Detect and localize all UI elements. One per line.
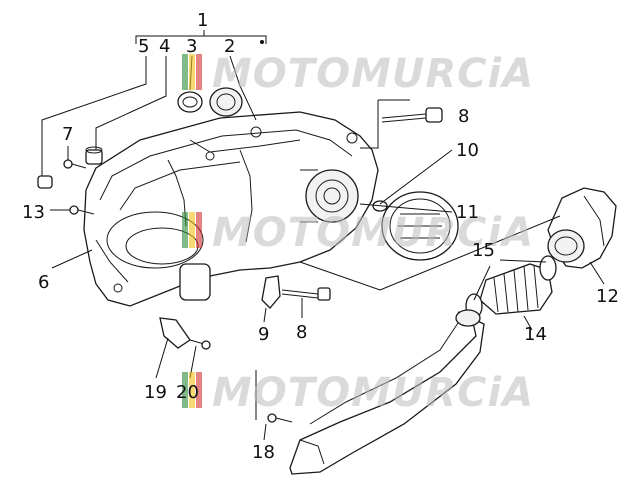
callout-4: 4 bbox=[159, 36, 170, 57]
watermark-flag-red bbox=[196, 372, 202, 408]
watermark-flag-red bbox=[196, 54, 202, 90]
bolt-part-8-top bbox=[381, 107, 443, 123]
bearing-part-2 bbox=[209, 87, 243, 117]
bracket-part-9 bbox=[261, 275, 281, 309]
leader-lines bbox=[41, 30, 605, 441]
watermark-flag-green bbox=[182, 372, 188, 408]
callout-2: 2 bbox=[224, 36, 235, 57]
screw-part-18 bbox=[267, 413, 293, 423]
watermark-flag-red bbox=[196, 212, 202, 248]
callout-15: 15 bbox=[472, 240, 495, 261]
callout-3: 3 bbox=[186, 36, 197, 57]
hose-clamp-part-15a bbox=[539, 255, 557, 281]
air-intake-part-12 bbox=[547, 187, 617, 269]
bracket-part-19 bbox=[159, 317, 191, 349]
callout-11: 11 bbox=[456, 202, 479, 223]
callout-8-lower: 8 bbox=[296, 322, 307, 343]
transmission-cover bbox=[83, 111, 379, 307]
callout-14: 14 bbox=[524, 324, 547, 345]
screw-part-13 bbox=[69, 205, 95, 215]
intake-hose-part-14 bbox=[479, 263, 553, 315]
callout-6: 6 bbox=[38, 272, 49, 293]
watermark-flag-green bbox=[182, 212, 188, 248]
callout-18: 18 bbox=[252, 442, 275, 463]
watermark-flag-green bbox=[182, 54, 188, 90]
watermark-flag-yellow bbox=[189, 372, 195, 408]
watermark-flag-yellow bbox=[189, 54, 195, 90]
watermark-flag-yellow bbox=[189, 212, 195, 248]
watermark-top: MOTOMURCiA bbox=[182, 51, 534, 97]
inspection-cap-part-10 bbox=[372, 191, 459, 261]
screw-part-7 bbox=[63, 159, 87, 169]
callout-10: 10 bbox=[456, 140, 479, 161]
callout-labels: 1 2 3 4 5 6 7 8 8 9 10 11 12 13 14 15 18… bbox=[22, 10, 619, 463]
watermark-text: MOTOMURCiA bbox=[212, 51, 534, 97]
callout-7: 7 bbox=[62, 124, 73, 145]
callout-9: 9 bbox=[258, 324, 269, 345]
callout-12: 12 bbox=[596, 286, 619, 307]
callout-5: 5 bbox=[138, 36, 149, 57]
watermark-text: MOTOMURCiA bbox=[212, 370, 534, 416]
bolt-part-8-lower bbox=[281, 287, 331, 301]
watermark-text: MOTOMURCiA bbox=[212, 210, 534, 256]
watermark-middle: MOTOMURCiA bbox=[182, 210, 534, 256]
dowel-part-5 bbox=[37, 175, 53, 189]
screw-part-20 bbox=[189, 339, 211, 350]
oil-seal-part-3 bbox=[177, 91, 203, 113]
watermark-bottom: MOTOMURCiA bbox=[182, 370, 534, 416]
callout-19: 19 bbox=[144, 382, 167, 403]
callout-8-top: 8 bbox=[458, 106, 469, 127]
bushing-part-4 bbox=[85, 146, 103, 165]
air-duct-tube bbox=[289, 309, 485, 475]
callout-20: 20 bbox=[176, 382, 199, 403]
callout-13: 13 bbox=[22, 202, 45, 223]
callout-1: 1 bbox=[197, 10, 208, 31]
